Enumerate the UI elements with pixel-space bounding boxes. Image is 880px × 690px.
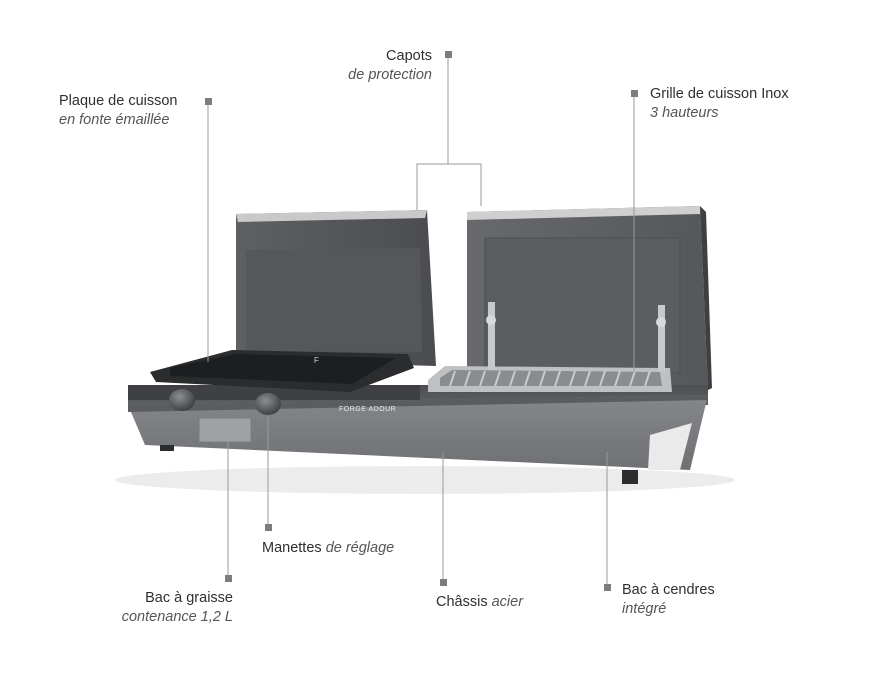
right-lid <box>467 206 712 390</box>
callout-capots: Capots de protection <box>300 47 432 85</box>
callout-bac-cendres: Bac à cendres intégré <box>622 581 715 619</box>
callout-grille: Grille de cuisson Inox 3 hauteurs <box>650 85 789 123</box>
left-lid <box>236 210 436 366</box>
callout-chassis-subtitle: acier <box>491 594 524 610</box>
grille-marker <box>631 90 638 97</box>
callout-bac-cendres-title: Bac à cendres <box>622 582 715 598</box>
control-knobs <box>169 389 281 415</box>
cooking-plate: F <box>150 350 414 392</box>
callout-grille-title: Grille de cuisson Inox <box>650 86 789 102</box>
callout-plaque-subtitle: en fonte émaillée <box>59 112 170 128</box>
callout-manettes-title: Manettes <box>262 540 322 556</box>
callout-chassis: Châssis acier <box>436 593 523 612</box>
callout-manettes: Manettes de réglage <box>262 539 394 558</box>
bac-cendres-marker <box>604 584 611 591</box>
svg-text:F: F <box>314 356 319 365</box>
callout-manettes-subtitle: de réglage <box>325 540 395 556</box>
callout-capots-subtitle: de protection <box>348 67 432 83</box>
ash-tray-opening <box>648 423 692 470</box>
callout-bac-cendres-subtitle: intégré <box>622 601 667 617</box>
capots-marker <box>445 51 452 58</box>
bac-graisse-marker <box>225 575 232 582</box>
callout-capots-title: Capots <box>386 48 432 64</box>
grease-tray <box>198 417 252 443</box>
callout-grille-subtitle: 3 hauteurs <box>650 105 719 121</box>
callout-bac-graisse-title: Bac à graisse <box>145 590 233 606</box>
floor-shadow <box>115 466 735 494</box>
callout-plaque: Plaque de cuisson en fonte émaillée <box>59 92 178 130</box>
manettes-marker <box>265 524 272 531</box>
callout-chassis-title: Châssis <box>436 594 488 610</box>
grill-grate <box>428 302 672 392</box>
callout-bac-graisse-subtitle: contenance 1,2 L <box>121 609 233 625</box>
callout-plaque-title: Plaque de cuisson <box>59 93 178 109</box>
chassis-marker <box>440 579 447 586</box>
brand-mark: FORGE ADOUR <box>339 406 397 413</box>
plaque-marker <box>205 98 212 105</box>
callout-bac-graisse: Bac à graisse contenance 1,2 L <box>100 589 233 627</box>
